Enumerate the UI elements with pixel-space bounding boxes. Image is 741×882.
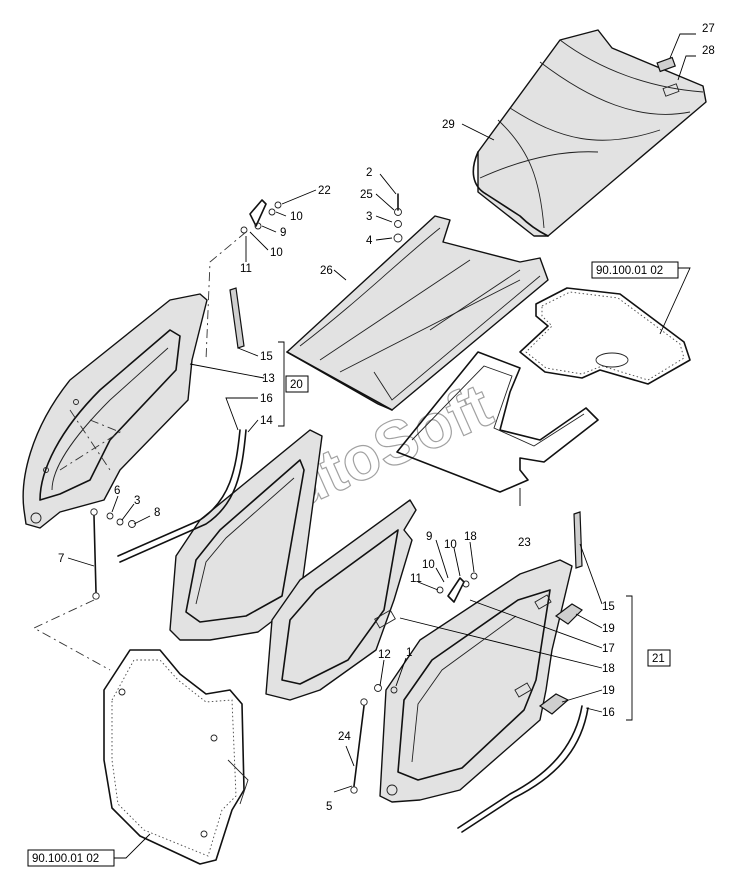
reference-box-lower: 90.100.01 02: [27, 849, 115, 867]
gas-strut-7: [90, 508, 100, 600]
callout-19b: 19: [602, 685, 615, 697]
callout-10c: 10: [444, 539, 457, 551]
svg-text:21: 21: [652, 653, 665, 665]
callout-10d: 10: [422, 559, 435, 571]
hinge-hardware-right: [436, 572, 478, 603]
callout-3a: 3: [366, 211, 372, 223]
roof-liner-sheet-part: [396, 351, 599, 493]
insulation-mat-part: [519, 287, 691, 385]
seal-strip-15-left: [229, 287, 245, 349]
callout-16a: 16: [260, 393, 273, 405]
gas-strut-24: [350, 698, 368, 794]
fasteners-6-3-8: [106, 512, 136, 528]
callout-26: 26: [320, 265, 333, 277]
callout-28: 28: [702, 45, 715, 57]
callout-15a: 15: [260, 351, 273, 363]
roof-cover-part: [472, 29, 707, 237]
svg-text:90.100.01 02: 90.100.01 02: [596, 265, 663, 277]
fasteners-12-1: [374, 684, 398, 694]
callout-14: 14: [260, 415, 273, 427]
callout-2: 2: [366, 167, 372, 179]
seal-strip-16-left: [117, 429, 247, 563]
callout-12: 12: [378, 649, 391, 661]
callout-11b: 11: [410, 573, 422, 585]
callout-8: 8: [154, 507, 160, 519]
callout-9a: 9: [280, 227, 286, 239]
left-door-part: [22, 293, 208, 529]
callout-10b: 10: [270, 247, 283, 259]
callout-29: 29: [442, 119, 455, 131]
callout-27: 27: [702, 23, 715, 35]
rear-panel-part: [103, 649, 249, 865]
svg-text:20: 20: [290, 379, 303, 391]
callout-10a: 10: [290, 211, 303, 223]
callout-13: 13: [262, 373, 275, 385]
bolt-stack-roof: [393, 193, 403, 243]
callout-9b: 9: [426, 531, 432, 543]
seal-strip-15-right: [573, 511, 583, 569]
alignment-lines: [33, 231, 247, 671]
handle-19-upper: [554, 603, 583, 625]
callout-18a: 18: [464, 531, 477, 543]
door-glass-panel-part: [265, 499, 417, 701]
callout-15b: 15: [602, 601, 615, 613]
callout-22: 22: [318, 185, 331, 197]
reference-box-upper: 90.100.01 02: [591, 261, 679, 279]
center-door-frame-part: [169, 429, 323, 641]
callout-23: 23: [518, 537, 531, 549]
svg-text:90.100.01 02: 90.100.01 02: [32, 853, 99, 865]
callout-17: 17: [602, 643, 615, 655]
callout-6: 6: [114, 485, 120, 497]
callout-labels: 27 28 29 2 25 3 4 26 22 10 9 10 11 15 13…: [58, 23, 715, 813]
callout-4: 4: [366, 235, 373, 247]
callout-18b: 18: [602, 663, 615, 675]
right-door-part: [379, 559, 573, 803]
leader-lines: [67, 33, 696, 859]
seal-strip-16-right: [457, 705, 589, 833]
callout-16b: 16: [602, 707, 615, 719]
callout-24: 24: [338, 731, 351, 743]
group-box-20: 20: [285, 375, 309, 393]
callout-7: 7: [58, 553, 64, 565]
callout-1: 1: [406, 647, 412, 659]
hinge-hardware-left: [240, 199, 282, 234]
callout-11a: 11: [240, 263, 252, 275]
group-box-21: 21: [647, 649, 671, 667]
headliner-panel-part: [286, 215, 549, 411]
callout-3b: 3: [134, 495, 140, 507]
callout-25: 25: [360, 189, 373, 201]
callout-5: 5: [326, 801, 332, 813]
callout-19a: 19: [602, 623, 615, 635]
